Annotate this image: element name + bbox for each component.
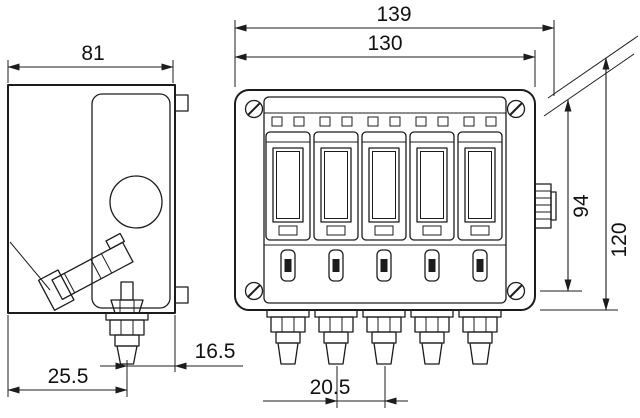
fuse-lever (472, 249, 488, 282)
corner-screw (506, 281, 526, 301)
module-slot (313, 131, 359, 241)
corner-screw (244, 99, 264, 119)
cable-gland-side (105, 312, 149, 365)
module-slot (265, 131, 311, 241)
module-window (320, 147, 352, 223)
cable-gland (314, 309, 358, 365)
mounting-tab-bottom (174, 286, 189, 304)
dim-label-side-height: 94 (570, 194, 593, 218)
module-slot (409, 131, 455, 241)
dim-label-depth: 81 (81, 42, 104, 65)
side-connector (534, 183, 557, 229)
side-housing-outline (7, 84, 176, 314)
cover-plate (263, 96, 507, 304)
dim-side-height-94: 94 (540, 53, 635, 292)
fuse-lever (424, 249, 440, 282)
dim-label-housing-height: 120 (608, 222, 631, 257)
dim-depth-81: 81 (7, 42, 174, 83)
dim-label-total-width: 139 (376, 3, 411, 26)
cable-gland (362, 309, 406, 365)
fuse-lever (328, 249, 344, 282)
mounting-tab-top (174, 94, 189, 112)
dim-label-gland-pitch: 20.5 (310, 376, 351, 399)
dim-gland-pitch-20-5: 20.5 (263, 366, 408, 408)
front-view (234, 89, 557, 365)
module-window (272, 147, 304, 223)
dim-total-width-139: 139 (234, 3, 555, 96)
cable-gland (458, 309, 502, 365)
dim-label-housing-width: 130 (367, 32, 402, 55)
dim-housing-width-130: 130 (234, 32, 536, 87)
module-window (416, 147, 448, 223)
busbar-clamp (37, 232, 134, 311)
dim-label-gland-offset: 16.5 (195, 340, 236, 363)
front-housing-outline (234, 89, 536, 311)
module-window (368, 147, 400, 223)
fuse-lever (376, 249, 392, 282)
dim-label-gland-depth-offset: 25.5 (48, 365, 89, 388)
module-slot (457, 131, 503, 241)
dim-gland-offset-16-5: 16.5 (100, 315, 243, 372)
corner-screw (244, 281, 264, 301)
side-door-outline (91, 93, 171, 309)
clamp-bracket-line (9, 241, 51, 291)
module-window (464, 147, 496, 223)
terminal-screw-row (271, 116, 497, 127)
cable-gland (266, 309, 310, 365)
fuse-lever (280, 249, 296, 282)
dim-housing-height-120: 120 (540, 35, 639, 311)
cable-gland (410, 309, 454, 365)
knockout-circle (109, 175, 163, 229)
dim-gland-depth-offset-25-5: 25.5 (7, 315, 128, 397)
side-view (7, 84, 189, 365)
corner-screw (506, 99, 526, 119)
module-slot (361, 131, 407, 241)
